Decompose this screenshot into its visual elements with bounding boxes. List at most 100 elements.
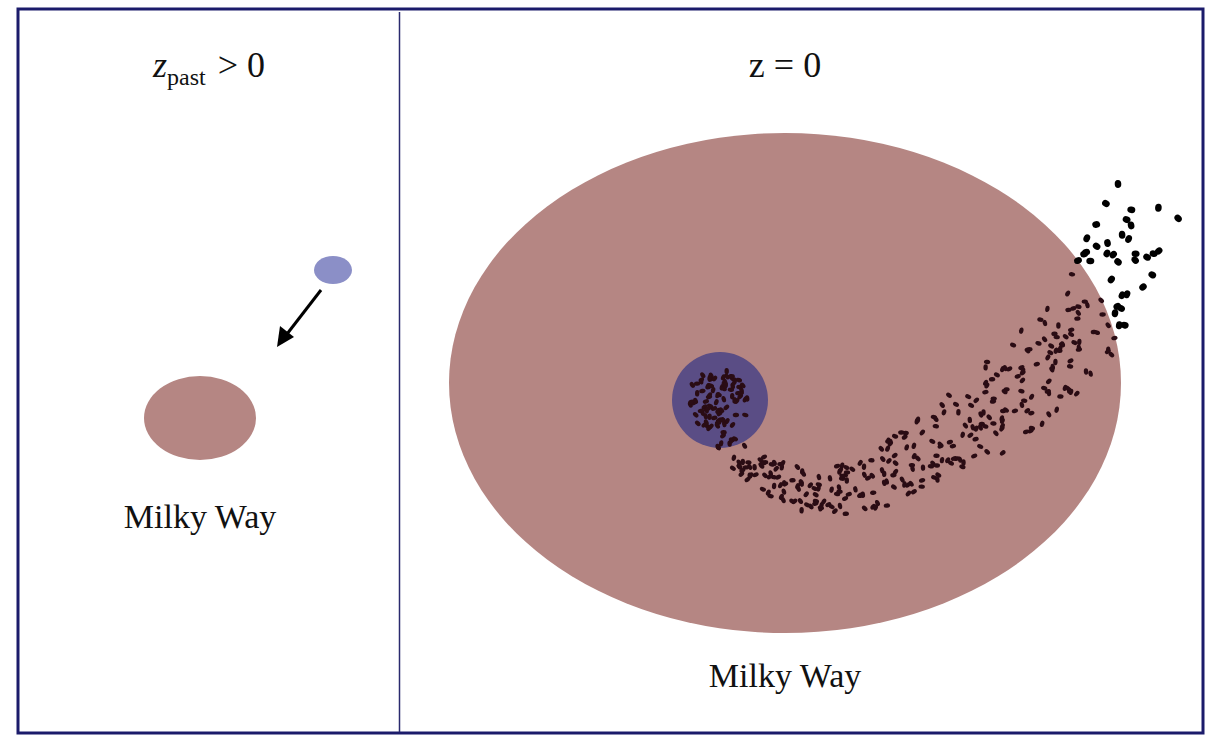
star bbox=[1039, 420, 1045, 427]
star bbox=[967, 416, 972, 423]
star bbox=[766, 473, 774, 480]
halo-ellipse bbox=[449, 133, 1121, 633]
star bbox=[939, 457, 944, 464]
panel-title: z = 0 bbox=[400, 44, 1170, 86]
star bbox=[960, 431, 966, 438]
star bbox=[1047, 342, 1055, 349]
star bbox=[816, 473, 822, 480]
star bbox=[737, 390, 745, 396]
star bbox=[1044, 388, 1052, 394]
star bbox=[1054, 406, 1060, 413]
star bbox=[807, 481, 814, 489]
star bbox=[699, 371, 706, 379]
star bbox=[938, 401, 945, 409]
star bbox=[861, 505, 869, 513]
star bbox=[970, 453, 978, 459]
star bbox=[1131, 250, 1139, 257]
star bbox=[891, 433, 898, 439]
star bbox=[1066, 364, 1073, 370]
star bbox=[1056, 322, 1060, 328]
star bbox=[797, 497, 804, 505]
star bbox=[993, 371, 1001, 378]
star bbox=[705, 394, 712, 400]
star bbox=[891, 452, 899, 459]
star bbox=[742, 412, 749, 418]
star bbox=[1020, 367, 1026, 375]
subscript: past bbox=[167, 64, 206, 90]
star bbox=[1093, 329, 1100, 335]
star bbox=[1018, 388, 1025, 394]
star bbox=[1045, 410, 1052, 418]
star bbox=[872, 504, 879, 512]
star bbox=[701, 421, 709, 428]
star bbox=[1064, 290, 1071, 298]
star bbox=[1068, 327, 1075, 332]
infall-arrow bbox=[287, 290, 321, 334]
star bbox=[729, 421, 736, 429]
star bbox=[1033, 361, 1040, 367]
star bbox=[1051, 331, 1058, 336]
star bbox=[828, 503, 836, 510]
halo-shape bbox=[144, 376, 256, 460]
halo-ellipse bbox=[144, 376, 256, 460]
star bbox=[1084, 368, 1089, 375]
star bbox=[1101, 199, 1111, 209]
star bbox=[932, 423, 939, 429]
star bbox=[720, 373, 727, 381]
star bbox=[1099, 312, 1105, 317]
star bbox=[703, 413, 709, 420]
galaxy-label: Milky Way bbox=[709, 657, 861, 695]
star bbox=[973, 425, 979, 433]
star bbox=[1088, 370, 1094, 377]
redshift-value: > 0 bbox=[218, 45, 265, 85]
star bbox=[918, 484, 925, 489]
star bbox=[697, 408, 704, 414]
star bbox=[928, 438, 936, 445]
star bbox=[1028, 425, 1035, 431]
star bbox=[692, 397, 699, 405]
star bbox=[742, 396, 749, 404]
star bbox=[794, 463, 802, 471]
star bbox=[845, 477, 849, 483]
star bbox=[982, 389, 989, 394]
star bbox=[741, 442, 748, 450]
star bbox=[1045, 377, 1053, 385]
star bbox=[945, 391, 953, 398]
star bbox=[771, 459, 778, 467]
star bbox=[935, 476, 940, 483]
star bbox=[779, 464, 784, 471]
star bbox=[918, 477, 925, 483]
star bbox=[952, 401, 960, 408]
star bbox=[836, 484, 842, 491]
star bbox=[739, 382, 747, 390]
star bbox=[1073, 390, 1081, 398]
star bbox=[878, 445, 886, 453]
star bbox=[890, 483, 898, 490]
star bbox=[1138, 282, 1148, 292]
star bbox=[1075, 309, 1082, 317]
star bbox=[1122, 215, 1132, 224]
star bbox=[1114, 180, 1121, 188]
star bbox=[879, 455, 886, 463]
star bbox=[1091, 241, 1101, 251]
star bbox=[739, 467, 747, 474]
star bbox=[972, 396, 980, 404]
star bbox=[868, 458, 875, 463]
star bbox=[964, 393, 972, 400]
star bbox=[827, 475, 832, 482]
star bbox=[962, 422, 969, 430]
star bbox=[927, 464, 934, 470]
star bbox=[1120, 321, 1129, 329]
arrowhead bbox=[277, 326, 294, 347]
star bbox=[1048, 366, 1055, 374]
star bbox=[842, 464, 850, 471]
star bbox=[1019, 327, 1024, 334]
star bbox=[1067, 387, 1072, 394]
star bbox=[1042, 319, 1048, 326]
star bbox=[707, 423, 715, 431]
galaxy-halo: Milky Way bbox=[449, 133, 1121, 633]
star bbox=[976, 443, 984, 449]
star bbox=[1022, 429, 1029, 435]
galaxy-halo: Milky Way bbox=[144, 376, 256, 460]
star bbox=[905, 490, 913, 498]
